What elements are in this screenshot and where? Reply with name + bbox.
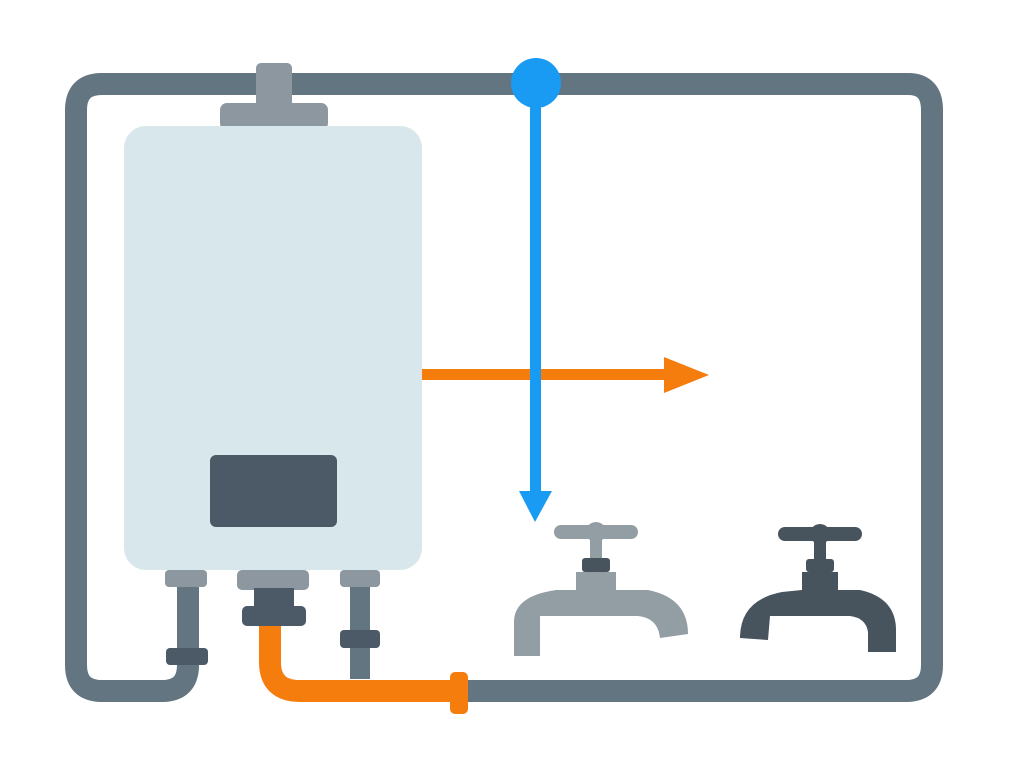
cold-water-arrow xyxy=(511,58,561,522)
left-pipe xyxy=(65,73,268,702)
control-panel xyxy=(210,455,337,527)
hot-water-pipe xyxy=(259,626,468,714)
faucet-icon xyxy=(514,522,688,656)
water-heater-body xyxy=(124,126,422,570)
outer-pipe xyxy=(279,73,943,702)
hot-water-arrow xyxy=(422,357,709,393)
cold-water-junction xyxy=(511,58,561,108)
main-pipe-loop xyxy=(65,73,943,702)
faucet-icon xyxy=(740,524,896,652)
heater-vent xyxy=(220,63,328,130)
heater-bottom-connectors xyxy=(165,570,380,679)
water-heater-icon xyxy=(124,126,422,570)
